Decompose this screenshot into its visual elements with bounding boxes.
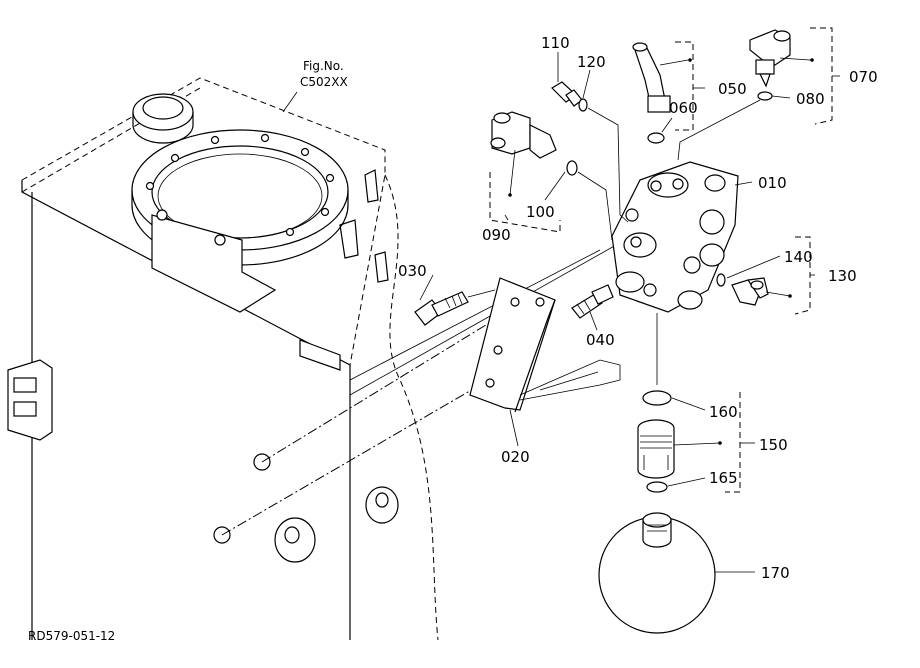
elbow-130: [731, 277, 769, 306]
o-ring-120: [578, 98, 588, 112]
tank-flange: [131, 129, 349, 266]
adapter-150: [637, 419, 675, 479]
tank-bracket: [151, 209, 277, 313]
callout-140: 140: [784, 248, 813, 266]
callout-020: 020: [501, 448, 530, 466]
o-ring-080: [757, 91, 773, 101]
o-ring-140: [716, 273, 726, 287]
elbow-050: [632, 42, 671, 113]
callout-170: 170: [761, 564, 790, 582]
fig-no-label: Fig.No.: [303, 59, 344, 73]
callout-165: 165: [709, 469, 738, 487]
control-valve-010: [611, 161, 739, 313]
elbow-070: [749, 29, 791, 88]
callout-100: 100: [526, 203, 555, 221]
callout-060: 060: [669, 99, 698, 117]
fitting-040: [571, 284, 614, 319]
fig-no-value: C502XX: [300, 75, 348, 89]
o-ring-160: [642, 390, 672, 406]
callout-130: 130: [828, 267, 857, 285]
callout-050: 050: [718, 80, 747, 98]
callout-080: 080: [796, 90, 825, 108]
o-ring-165: [646, 481, 668, 493]
bracket-020: [469, 277, 556, 413]
callout-110: 110: [541, 34, 570, 52]
callout-010: 010: [758, 174, 787, 192]
callout-090: 090: [482, 226, 511, 244]
callout-070: 070: [849, 68, 878, 86]
fitting-090: [490, 111, 557, 159]
drawing-code: RD579-051-12: [28, 629, 115, 643]
bolt-030: [414, 289, 496, 326]
rubber-bushing-upper: [253, 453, 399, 524]
filler-neck: [132, 93, 194, 144]
side-clip: [7, 359, 53, 441]
o-ring-060: [647, 132, 665, 144]
callout-120: 120: [577, 53, 606, 71]
rubber-bushing-lower: [213, 517, 316, 563]
fitting-110: [551, 81, 583, 107]
callout-030: 030: [398, 262, 427, 280]
callout-150: 150: [759, 436, 788, 454]
o-ring-100: [566, 160, 578, 176]
callout-160: 160: [709, 403, 738, 421]
callout-040: 040: [586, 331, 615, 349]
filter-bowl-170: [598, 512, 716, 634]
